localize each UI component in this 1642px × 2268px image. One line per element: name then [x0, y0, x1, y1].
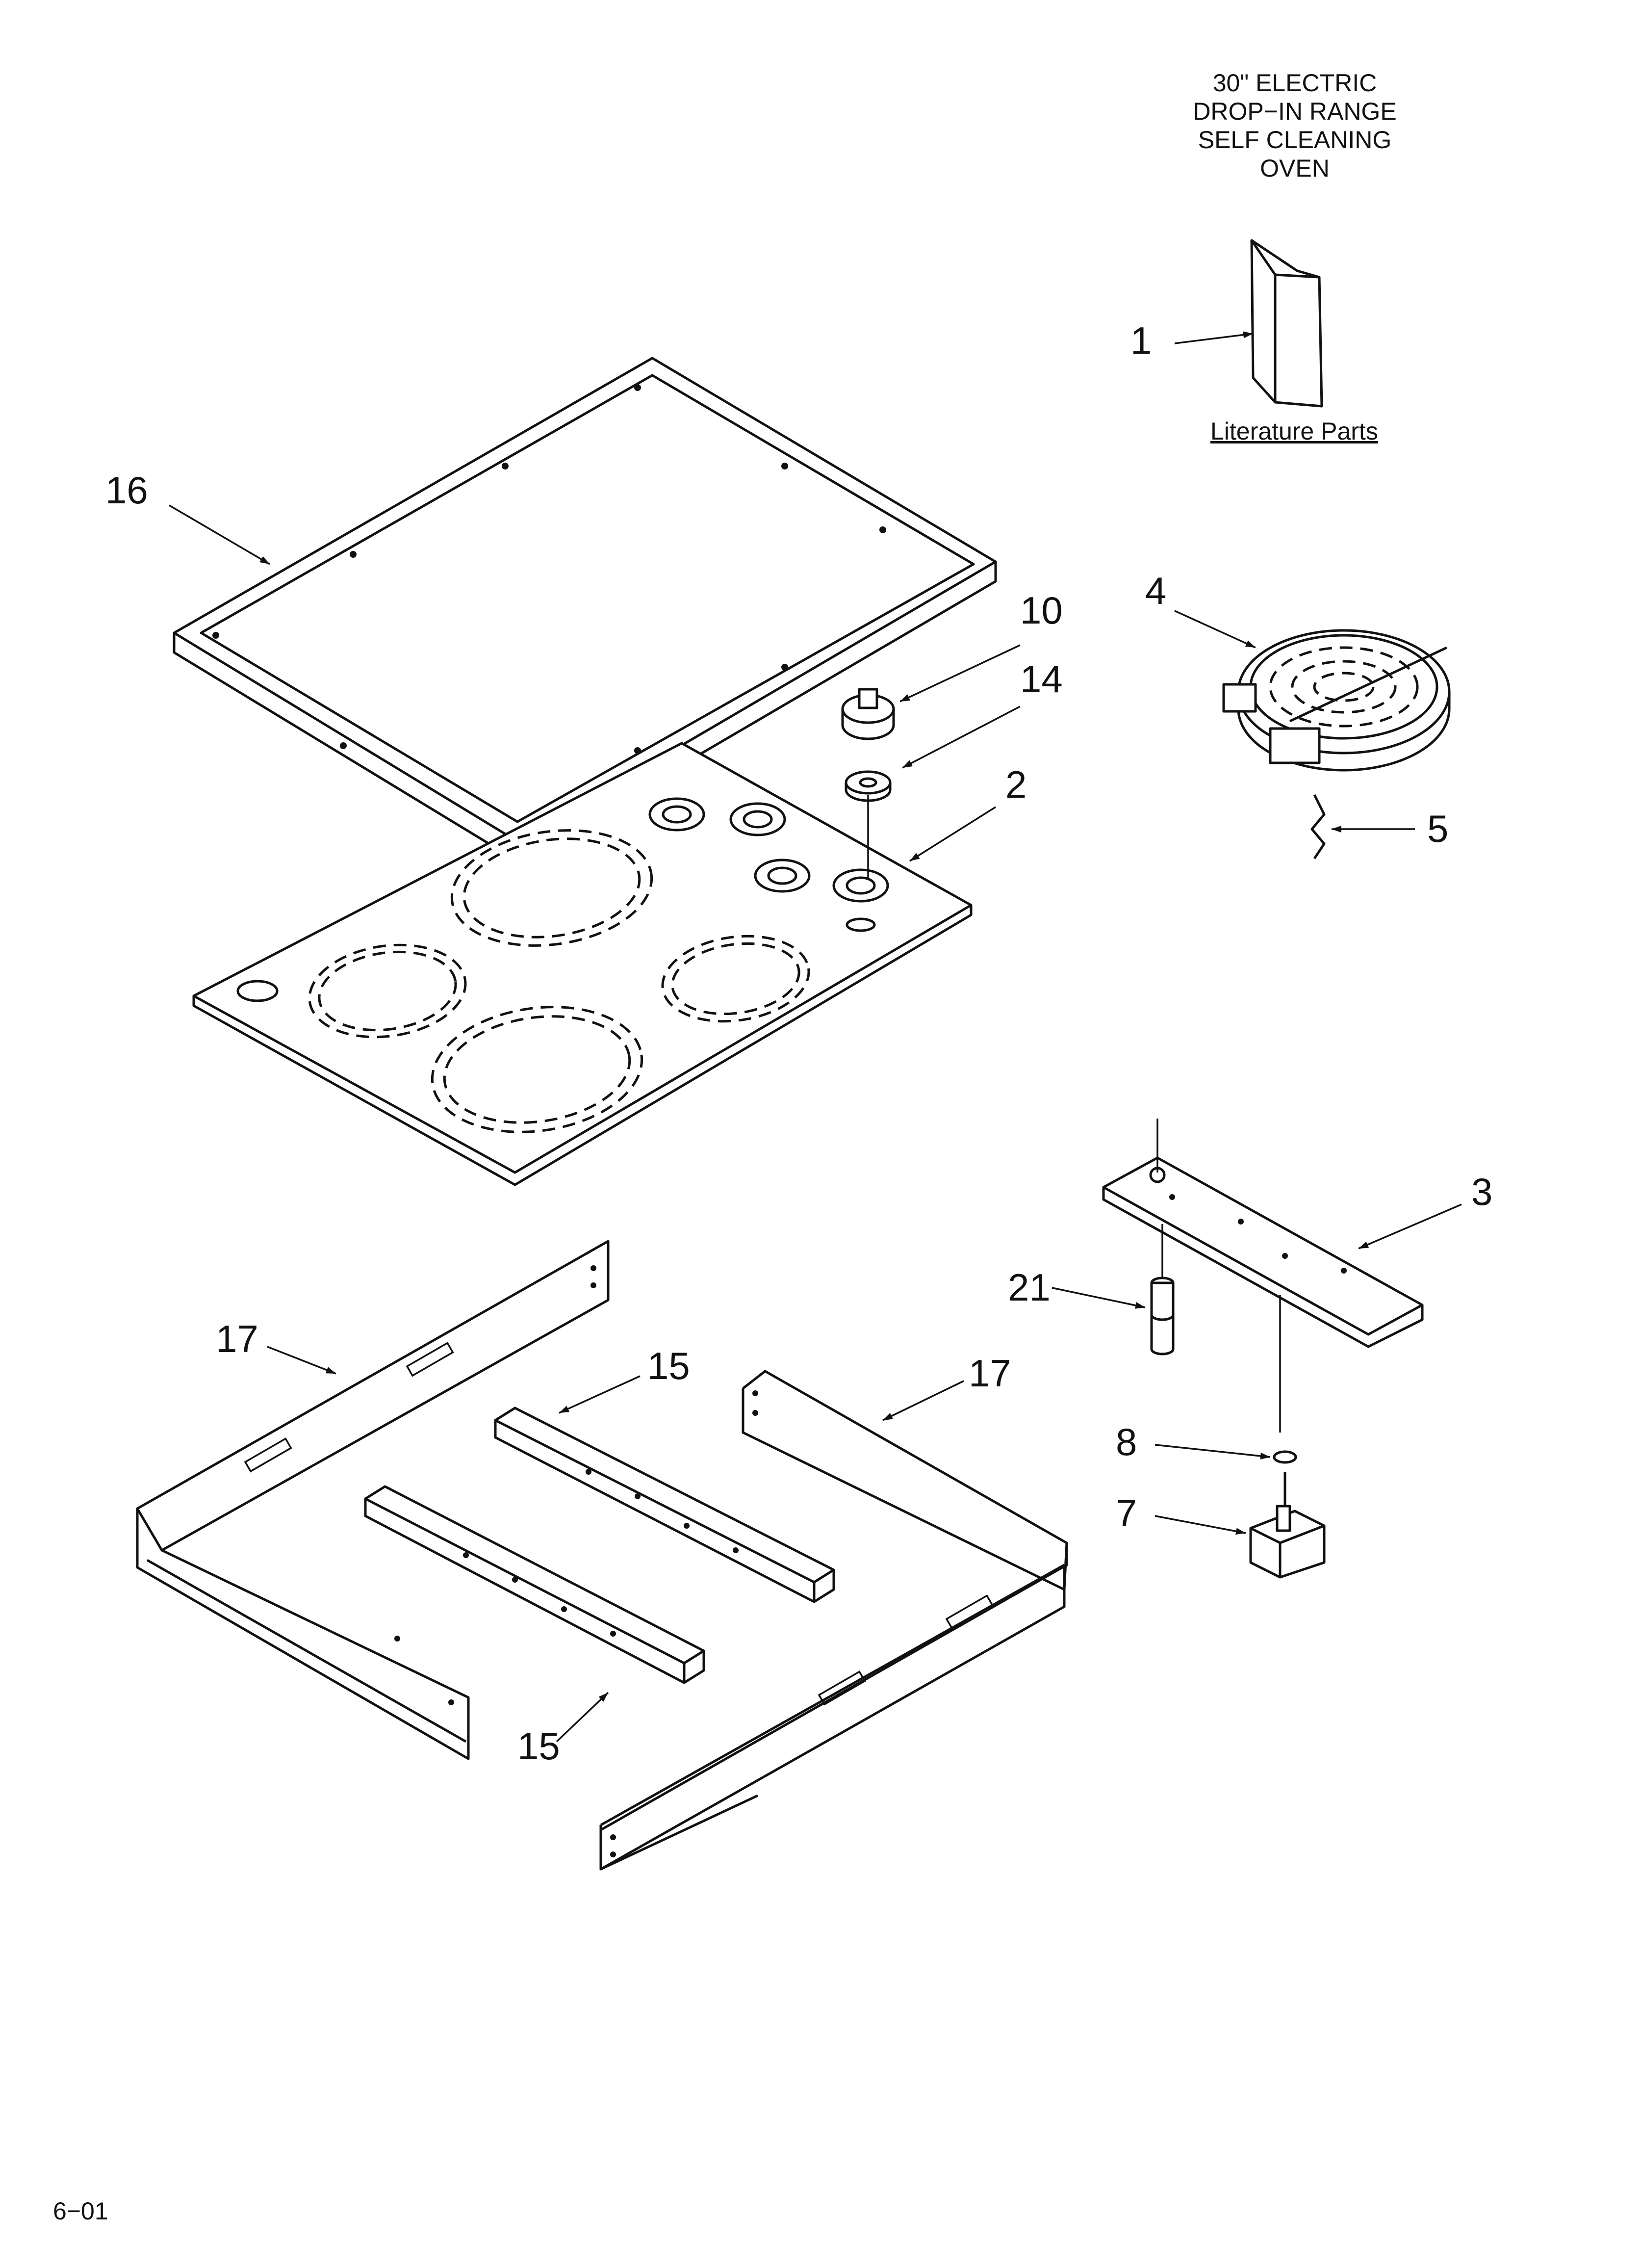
callout-7: 7	[1116, 1491, 1137, 1535]
literature-parts-label: Literature Parts	[1210, 417, 1378, 445]
callout-5: 5	[1427, 807, 1449, 850]
literature-booklet	[1250, 239, 1323, 408]
callout-17-left: 17	[216, 1317, 258, 1360]
switch-mounting-bracket	[1102, 1119, 1424, 1433]
infinite-switch	[1249, 1472, 1326, 1579]
callout-15-upper: 15	[647, 1344, 690, 1387]
callout-1: 1	[1130, 319, 1152, 362]
callout-10: 10	[1020, 589, 1063, 632]
side-support-rail-left	[136, 1240, 610, 1760]
callout-8: 8	[1116, 1420, 1137, 1463]
cross-brace-lower	[364, 1485, 705, 1684]
side-support-rail-right	[599, 1370, 1068, 1871]
callout-17-right: 17	[969, 1352, 1011, 1395]
leader-lines	[169, 331, 1462, 1743]
spacer	[1150, 1224, 1175, 1356]
title-line-1: 30" ELECTRIC	[1212, 69, 1377, 97]
control-knob	[841, 688, 895, 740]
callout-16: 16	[105, 469, 148, 512]
diagram-title: 30" ELECTRIC DROP−IN RANGE SELF CLEANING…	[1089, 69, 1501, 182]
washer	[1273, 1450, 1297, 1464]
element-clip	[1310, 794, 1326, 860]
radiant-surface-element	[1222, 629, 1451, 772]
glass-cooktop	[192, 742, 973, 1186]
callout-3: 3	[1471, 1170, 1493, 1213]
title-line-4: OVEN	[1260, 155, 1330, 182]
callout-4: 4	[1145, 569, 1167, 612]
title-line-3: SELF CLEANING	[1198, 126, 1392, 154]
cross-brace-upper	[494, 1407, 835, 1603]
callout-14: 14	[1020, 657, 1063, 701]
callout-2: 2	[1005, 763, 1027, 806]
callout-15-lower: 15	[517, 1724, 560, 1768]
title-line-2: DROP−IN RANGE	[1193, 98, 1397, 125]
revision-code: 6−01	[53, 2197, 108, 2225]
callout-21: 21	[1008, 1266, 1051, 1309]
